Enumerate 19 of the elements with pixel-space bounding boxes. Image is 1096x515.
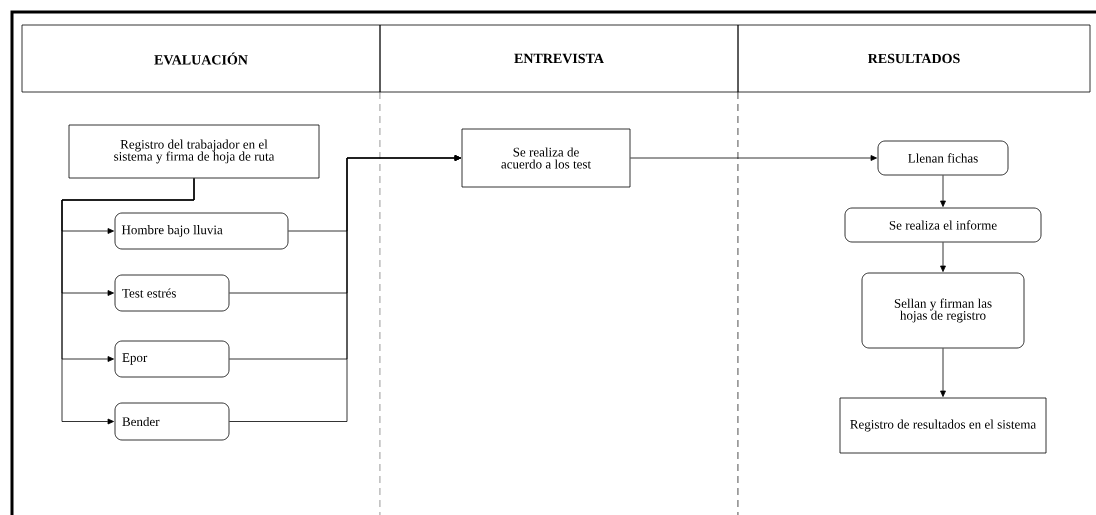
process-box: Sellan y firman las hojas de registro: [861, 272, 1025, 349]
lane-header: EVALUACIÓN: [21, 24, 381, 93]
arrow: [229, 155, 461, 422]
process-box: Bender: [114, 402, 230, 441]
process-box: Registro del trabajador en el sistema y firma de hoja de ruta: [68, 124, 320, 179]
arrow: [940, 348, 946, 397]
process-box: Registro de resultados en el sistema: [839, 397, 1047, 454]
arrow: [940, 242, 946, 272]
process-box: Se realiza el informe: [844, 207, 1042, 243]
process-box: Test estrés: [114, 274, 230, 312]
process-box: Llenan fichas: [877, 140, 1009, 176]
process-box: Se realiza de acuerdo a los test: [461, 128, 631, 188]
arrow: [940, 175, 946, 207]
arrow: [630, 155, 877, 161]
arrow: [61, 178, 195, 425]
process-box: Epor: [114, 340, 230, 378]
lane-header: RESULTADOS: [737, 24, 1091, 93]
lane-header: ENTREVISTA: [379, 24, 739, 93]
process-box: Hombre bajo lluvia: [114, 212, 289, 250]
